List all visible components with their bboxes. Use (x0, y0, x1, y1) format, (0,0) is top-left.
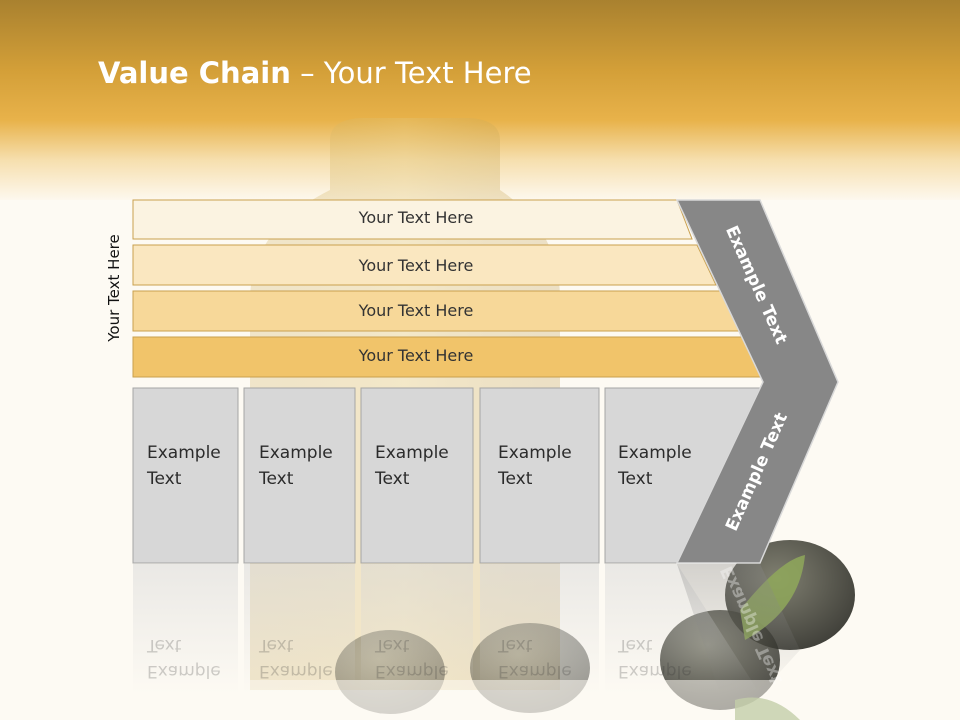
column-5-line1: Example (618, 443, 692, 463)
column-3-reflection-line1: Example (375, 661, 449, 681)
column-4-line1: Example (498, 443, 572, 463)
column-3-reflection-line2: Text (375, 635, 410, 655)
column-2-reflection: Example Text (259, 632, 333, 684)
page-title: Value Chain – Your Text Here (98, 56, 532, 90)
column-2-reflection-line1: Example (259, 661, 333, 681)
column-1-line1: Example (147, 443, 221, 463)
column-4-reflection-line1: Example (498, 661, 572, 681)
column-2-reflection-line2: Text (259, 635, 294, 655)
column-3-line2: Text (375, 469, 410, 489)
column-1-reflection: Example Text (147, 632, 221, 684)
bar-1-shape (132, 199, 693, 240)
column-1-line2: Text (147, 469, 182, 489)
chevron-arrow (675, 199, 839, 564)
column-5-reflection-line1: Example (618, 661, 692, 681)
column-3-shape (360, 387, 474, 564)
column-4-line2: Text (498, 469, 533, 489)
title-bold: Value Chain (98, 56, 291, 90)
column-2-shape (243, 387, 356, 564)
column-5-reflection: Example Text (618, 632, 692, 684)
bar-2-shape (132, 244, 717, 286)
column-1-reflection-line1: Example (147, 661, 221, 681)
bar-1-label: Your Text Here (358, 208, 474, 227)
column-1-reflection-line2: Text (147, 635, 182, 655)
bar-2-label: Your Text Here (358, 256, 474, 275)
column-3-line1: Example (375, 443, 449, 463)
column-1-shape (132, 387, 239, 564)
column-3-reflection: Example Text (375, 632, 449, 684)
column-4-shape (479, 387, 600, 564)
column-4-reflection: Example Text (498, 632, 572, 684)
bar-4-label: Your Text Here (358, 346, 474, 365)
column-5-reflection-line2: Text (618, 635, 653, 655)
diagram-reflection (133, 564, 800, 694)
title-rest: – Your Text Here (290, 56, 532, 90)
column-2-line2: Text (259, 469, 294, 489)
column-2-line1: Example (259, 443, 333, 463)
bar-3-label: Your Text Here (358, 301, 474, 320)
column-4-reflection-line2: Text (498, 635, 533, 655)
column-5-line2: Text (618, 469, 653, 489)
